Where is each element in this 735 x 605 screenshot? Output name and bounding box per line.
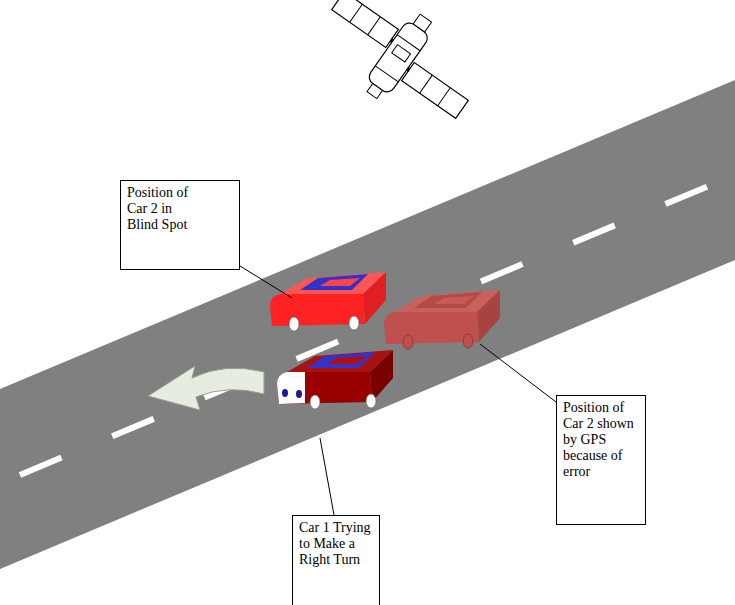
leader-line [240,266,292,298]
car-2-ghost [384,290,500,349]
callout-text: Car 1 Trying to Make a Right Turn [299,520,373,568]
satellite [305,0,493,142]
callout-box: Position of Car 2 shown by GPS because o… [556,395,646,525]
callout-text: Position of Car 2 shown by GPS because o… [563,400,639,480]
callout-text: Position of Car 2 in Blind Spot [127,185,205,233]
callout-box: Car 1 Trying to Make a Right Turn [292,515,380,605]
car-1 [277,350,393,409]
turn-arrow [148,366,264,410]
leader-line [320,438,334,515]
road [0,80,735,569]
callout-box: Position of Car 2 in Blind Spot [120,180,240,270]
leader-line [480,344,556,402]
car-2 [270,272,386,331]
